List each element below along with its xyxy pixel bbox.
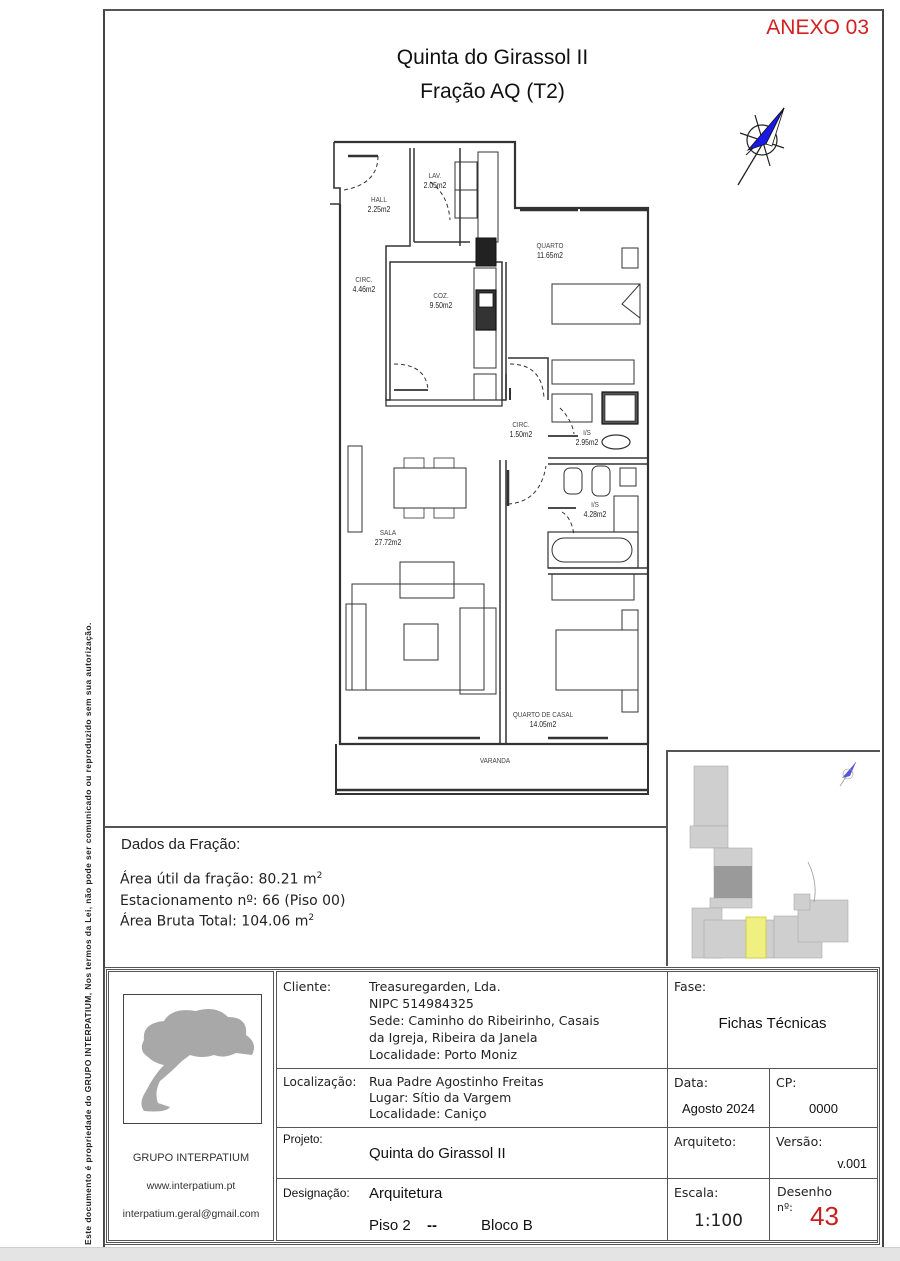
cp-label: CP: [776, 1075, 797, 1090]
fase-label: Fase: [674, 979, 707, 994]
localizacao-cell: Localização: Rua Padre Agostinho Freitas… [276, 1068, 668, 1128]
desenho-no-label: nº: [777, 1201, 793, 1214]
title-block [104, 967, 880, 1245]
localizacao-lines: Rua Padre Agostinho Freitas Lugar: Sítio… [369, 1074, 544, 1121]
compass-north-arrow-icon [728, 100, 798, 190]
cp-value: 0000 [809, 1101, 838, 1116]
escala-cell: Escala: 1:100 [667, 1178, 770, 1241]
versao-cell: Versão: v.001 [769, 1127, 878, 1179]
company-website[interactable]: www.interpatium.pt [146, 1180, 236, 1192]
data-cell: Data: Agosto 2024 [667, 1068, 770, 1128]
designacao-separator: -- [427, 1217, 437, 1234]
sheet-title: Quinta do Girassol II [396, 46, 589, 69]
dados-title: Dados da Fração: [121, 836, 241, 853]
room-circ-1: CIRC.4.46m2 [352, 275, 376, 294]
room-lav: LAV.2.05m2 [423, 171, 447, 190]
projeto-label: Projeto: [283, 1134, 323, 1146]
cp-cell: CP: 0000 [769, 1068, 878, 1128]
area-bruta: Área Bruta Total: 104.06 m2 [120, 913, 315, 930]
room-cozinha: COZ.9.50m2 [429, 291, 453, 310]
versao-value: v.001 [837, 1157, 867, 1171]
fase-cell: Fase: Fichas Técnicas [667, 971, 878, 1069]
fase-value: Fichas Técnicas [718, 1015, 827, 1032]
designacao-label: Designação: [283, 1186, 350, 1200]
localizacao-label: Localização: [283, 1075, 357, 1089]
designacao-piso: Piso 2 [369, 1217, 411, 1234]
designacao-bloco: Bloco B [481, 1217, 533, 1234]
company-email[interactable]: interpatium.geral@gmail.com [122, 1208, 260, 1220]
company-name: GRUPO INTERPATIUM [132, 1152, 250, 1164]
designacao-cell: Designação: Arquitetura Piso 2 -- Bloco … [276, 1178, 668, 1241]
data-label: Data: [674, 1075, 709, 1090]
designacao-value: Arquitetura [369, 1185, 443, 1202]
page-bottom-strip [0, 1247, 900, 1261]
arquiteto-label: Arquiteto: [674, 1134, 737, 1149]
data-value: Agosto 2024 [681, 1101, 755, 1116]
drawing-separator [104, 826, 667, 828]
projeto-cell: Projeto: Quinta do Girassol II [276, 1127, 668, 1179]
arquiteto-cell: Arquiteto: [667, 1127, 770, 1179]
estacionamento: Estacionamento nº: 66 (Piso 00) [120, 893, 346, 909]
room-varanda: VARANDA [479, 756, 511, 765]
cliente-label: Cliente: [283, 979, 332, 994]
cliente-cell: Cliente: Treasuregarden, Lda. NIPC 51498… [276, 971, 668, 1069]
escala-value: 1:100 [694, 1211, 743, 1231]
room-circ-2: CIRC.1.50m2 [509, 420, 533, 439]
escala-label: Escala: [674, 1185, 719, 1200]
key-plan [666, 750, 880, 966]
projeto-value: Quinta do Girassol II [369, 1145, 506, 1162]
desenho-cell: Desenho nº: 43 [769, 1178, 878, 1241]
versao-label: Versão: [776, 1134, 823, 1149]
sheet-subtitle: Fração AQ (T2) [420, 80, 565, 103]
key-plan-highlight [745, 916, 767, 959]
tree-logo-icon [123, 994, 262, 1124]
cliente-lines: Treasuregarden, Lda. NIPC 514984325 Sede… [369, 979, 600, 1062]
copyright-notice: Este documento é propriedade do GRUPO IN… [83, 622, 93, 1245]
sheet-frame [103, 9, 884, 1251]
area-util: Área útil da fração: 80.21 m2 [120, 871, 323, 888]
annex-label: ANEXO 03 [766, 16, 869, 39]
company-cell: GRUPO INTERPATIUM www.interpatium.pt int… [108, 971, 274, 1241]
desenho-number: 43 [810, 1201, 839, 1231]
desenho-label: Desenho [777, 1184, 833, 1199]
